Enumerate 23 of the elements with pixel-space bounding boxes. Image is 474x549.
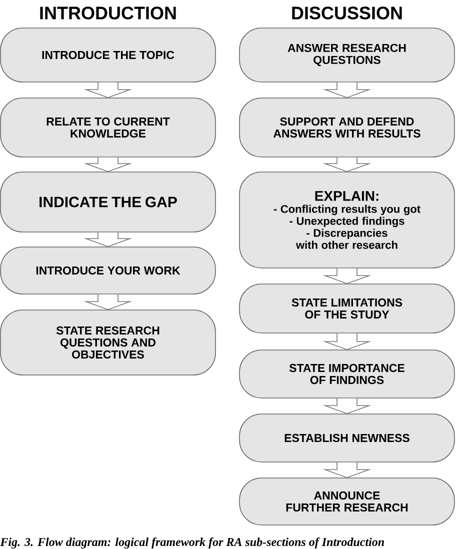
process-box: INDICATE THE GAP [0,172,216,232]
process-box: STATE LIMITATIONS OF THE STUDY [239,284,455,334]
block-arrow [84,294,132,310]
process-box: INTRODUCE YOUR WORK [0,246,216,294]
block-arrow [322,268,372,284]
block-arrow [322,398,372,414]
process-box: INTRODUCE THE TOPIC [0,28,216,82]
block-arrow [84,232,132,248]
block-arrow [322,82,372,98]
block-arrow [84,157,132,172]
process-box: ANNOUNCE FURTHER RESEARCH [239,478,455,526]
process-box: EXPLAIN: - Conflicting results you got - Unexpected findings - Discrepancies with other research [239,172,455,268]
block-arrow [322,157,372,172]
block-arrow [84,82,132,98]
process-box: STATE IMPORTANCE OF FINDINGS [239,350,455,398]
block-arrow [322,333,372,350]
process-box: STATE RESEARCH QUESTIONS AND OBJECTIVES [0,310,216,376]
process-box: ESTABLISH NEWNESS [239,414,455,462]
process-box: ANSWER RESEARCH QUESTIONS [239,28,455,82]
block-arrow [322,462,372,478]
process-box: SUPPORT AND DEFEND ANSWERS WITH RESULTS [239,98,455,158]
caption: Fig. 3. Flow diagram: logical framework for RA sub-sections of Introduction [0,537,384,548]
process-box: RELATE TO CURRENT KNOWLEDGE [0,98,216,158]
